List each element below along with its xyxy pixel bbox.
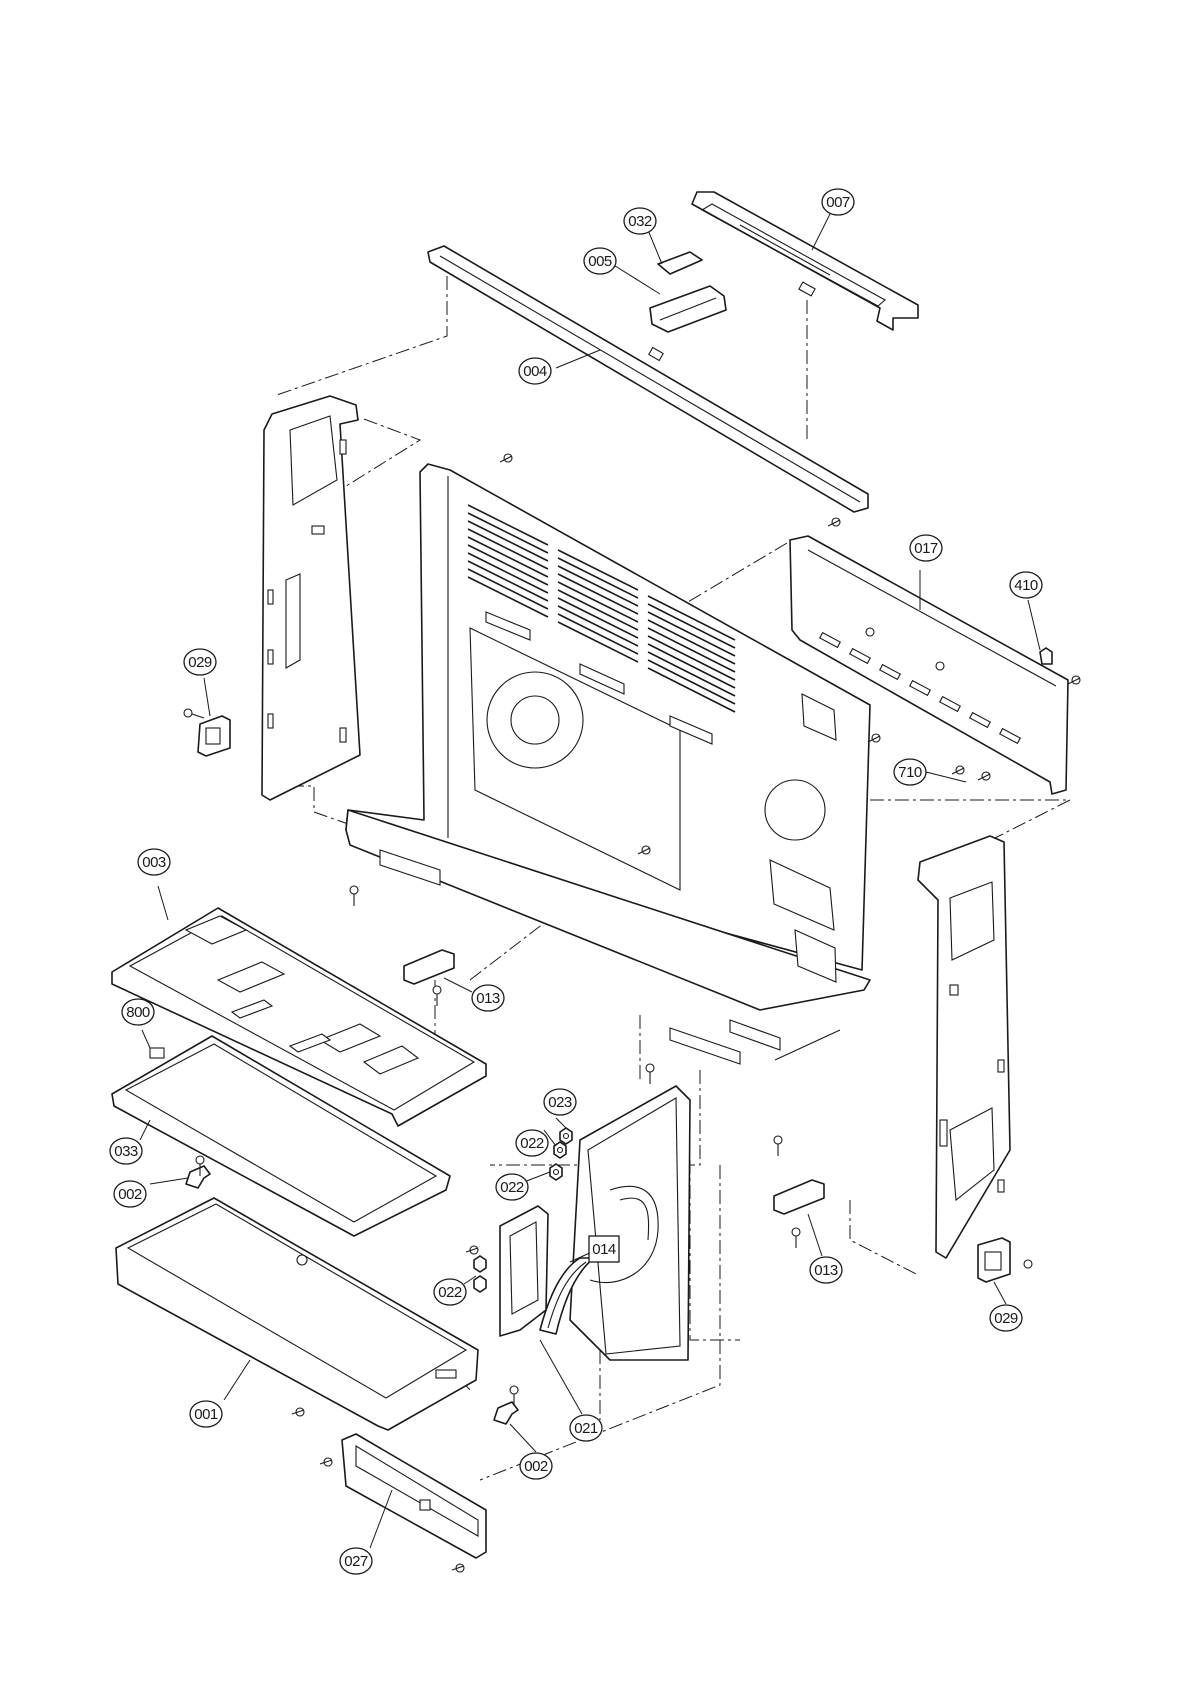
callout-003: 003 <box>138 849 170 875</box>
part-027-front-bracket <box>342 1434 486 1558</box>
part-021-center-bracket <box>570 1086 690 1360</box>
part-004-rail <box>428 246 868 512</box>
callout-017: 017 <box>910 535 942 561</box>
screw <box>466 1246 478 1254</box>
screw <box>774 1136 782 1156</box>
callout-022-c: 022 <box>434 1279 466 1305</box>
screw <box>433 986 441 1006</box>
callout-007: 007 <box>822 189 854 215</box>
nut-022-a <box>554 1142 566 1158</box>
callout-014: 014 <box>589 1236 619 1262</box>
screw <box>1068 676 1080 684</box>
screw <box>792 1228 800 1248</box>
part-005-bracket <box>650 286 726 332</box>
callout-029-right: 029 <box>990 1305 1022 1331</box>
part-032-pad <box>658 252 702 274</box>
callout-023-label: 023 <box>548 1094 572 1111</box>
callout-004-label: 004 <box>523 363 547 380</box>
nut-023 <box>560 1128 572 1144</box>
screw <box>828 518 840 526</box>
part-021-left-bracket <box>500 1206 548 1336</box>
callout-410-label: 410 <box>1014 577 1038 594</box>
callout-013-lower: 013 <box>810 1257 842 1283</box>
callout-022-a-label: 022 <box>520 1135 544 1152</box>
callout-022-b-label: 022 <box>500 1179 524 1196</box>
nut-022-c <box>474 1256 486 1292</box>
callout-017-label: 017 <box>914 540 938 557</box>
callout-029-left-label: 029 <box>188 654 212 671</box>
callout-022-a: 022 <box>516 1130 548 1156</box>
callout-029-left: 029 <box>184 649 216 675</box>
callout-027-label: 027 <box>344 1553 368 1570</box>
callout-001-label: 001 <box>194 1406 218 1423</box>
callout-004: 004 <box>519 358 551 384</box>
callout-800-label: 800 <box>126 1004 150 1021</box>
screw <box>978 772 990 780</box>
callout-002-right: 002 <box>520 1453 552 1479</box>
part-013-foot-lower <box>774 1180 824 1214</box>
callout-033-label: 033 <box>114 1143 138 1160</box>
callout-005-label: 005 <box>588 253 612 270</box>
callout-027: 027 <box>340 1548 372 1574</box>
callout-710: 710 <box>894 759 926 785</box>
part-410-clip <box>1040 648 1052 664</box>
callout-021-label: 021 <box>574 1420 598 1437</box>
screw <box>320 1458 332 1466</box>
callout-410: 410 <box>1010 572 1042 598</box>
nut-022-b <box>550 1164 562 1180</box>
callout-001: 001 <box>190 1401 222 1427</box>
part-002-clip-left <box>186 1166 210 1188</box>
callout-013-lower-label: 013 <box>814 1262 838 1279</box>
screw <box>350 886 358 906</box>
callout-013-upper: 013 <box>472 985 504 1011</box>
callout-005: 005 <box>584 248 616 274</box>
screw <box>452 1564 464 1572</box>
screw <box>646 1064 654 1084</box>
right-side-panel <box>918 836 1010 1258</box>
callout-023: 023 <box>544 1089 576 1115</box>
part-001-bottom-tray <box>116 1198 478 1430</box>
callout-003-label: 003 <box>142 854 166 871</box>
callout-022-b: 022 <box>496 1174 528 1200</box>
left-side-panel <box>262 396 360 800</box>
callout-002-right-label: 002 <box>524 1458 548 1475</box>
callout-002-left-label: 002 <box>118 1186 142 1203</box>
screw <box>292 1408 304 1416</box>
screw <box>952 766 964 774</box>
callout-021: 021 <box>570 1415 602 1441</box>
callout-013-upper-label: 013 <box>476 990 500 1007</box>
callout-007-label: 007 <box>826 194 850 211</box>
callout-022-c-label: 022 <box>438 1284 462 1301</box>
callout-033: 033 <box>110 1138 142 1164</box>
callout-800: 800 <box>122 999 154 1025</box>
callout-710-label: 710 <box>898 764 922 781</box>
part-029-clip-right <box>978 1238 1032 1282</box>
callout-014-label: 014 <box>592 1241 616 1258</box>
callout-029-right-label: 029 <box>994 1310 1018 1327</box>
callout-002-left: 002 <box>114 1181 146 1207</box>
part-029-clip-left <box>184 709 230 756</box>
callout-032-label: 032 <box>628 213 652 230</box>
callout-032: 032 <box>624 208 656 234</box>
screw <box>500 454 512 462</box>
